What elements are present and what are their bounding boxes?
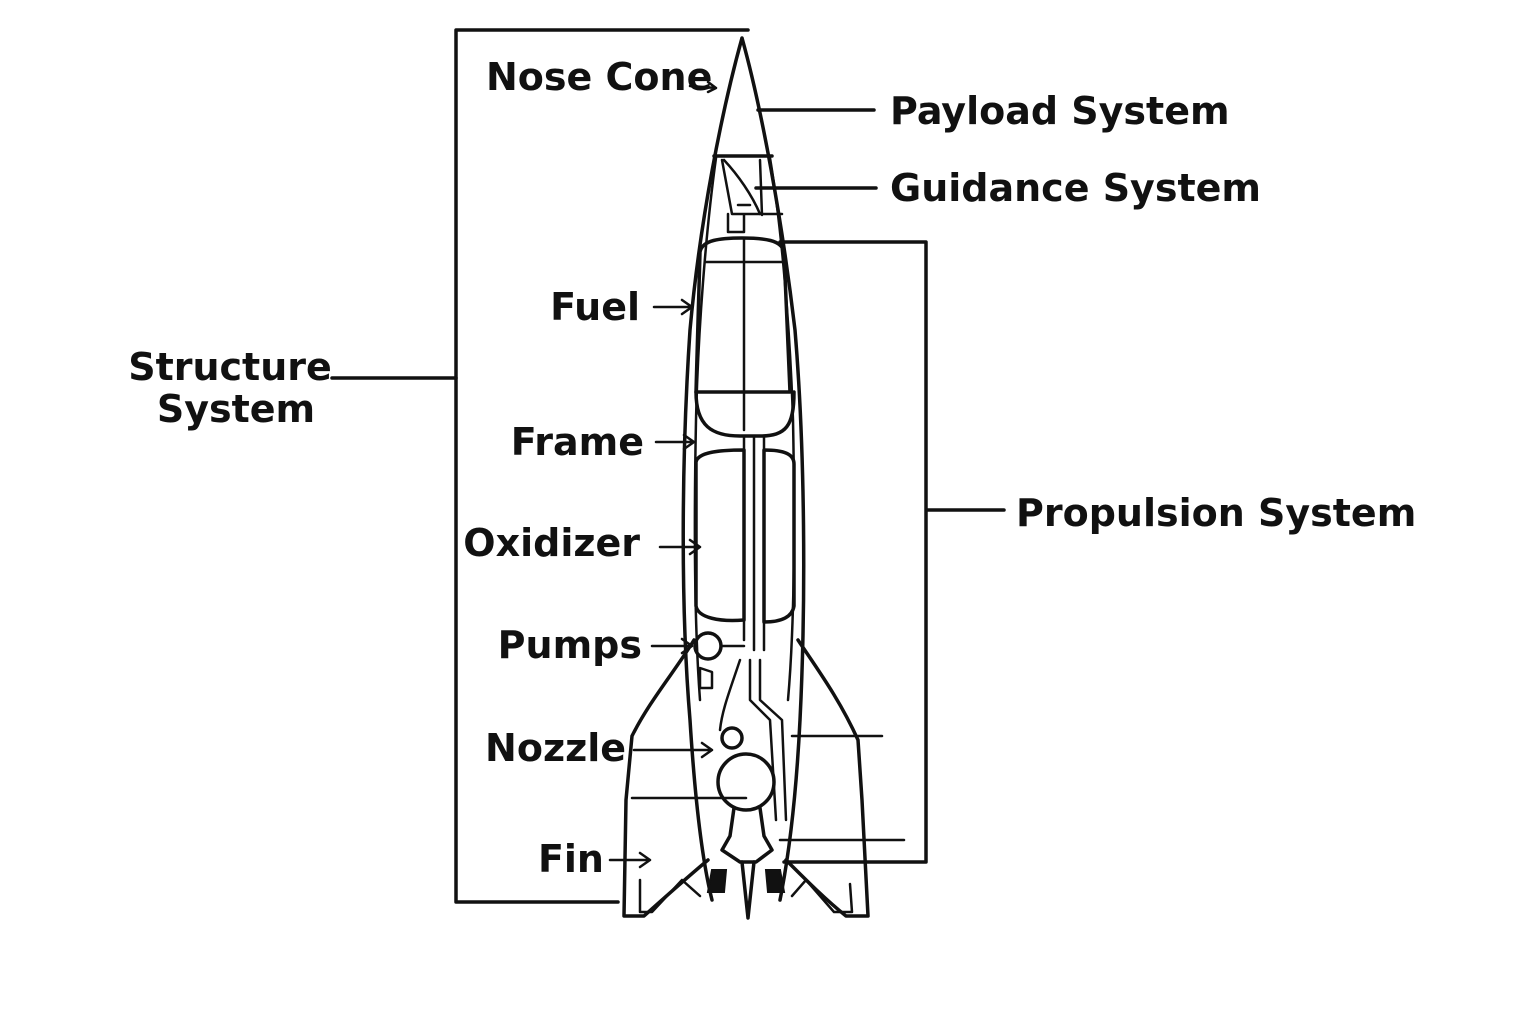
fin-label: Fin [538,837,604,881]
nozzle-arrow [632,741,714,759]
labels: Nose Cone Payload System Guidance System… [128,55,1416,881]
payload-system-label: Payload System [890,89,1230,133]
nose-cone-arrow [688,80,718,94]
propulsion-bracket [778,240,1006,864]
oxidizer-arrow [658,538,702,556]
frame-arrow [654,433,696,451]
propulsion-system-label: Propulsion System [1016,491,1416,535]
fuel-arrow [652,298,694,316]
fin-right [784,638,870,918]
rocket-illustration [622,36,870,920]
arrows [608,80,718,869]
exhaust-vane-right [764,869,786,893]
guidance-compartment [720,158,784,234]
feed-pipe [742,434,766,652]
rocket-inner-hull [693,156,796,702]
fuel-tank [694,236,792,394]
turbine [720,726,744,750]
structure-system-label-line1: Structure [128,345,332,389]
fin-right-detail [790,878,854,914]
fin-arrow [608,851,652,869]
nose-cone-label: Nose Cone [486,55,712,99]
engine-nozzle [720,806,774,864]
frame-label: Frame [511,420,644,464]
fin-left-detail [638,878,702,914]
structure-bracket [454,28,750,904]
oxidizer-label: Oxidizer [463,521,640,565]
exhaust-vane-left [706,869,728,893]
fuel-label: Fuel [550,285,640,329]
exhaust-bell [740,860,756,920]
structure-system-label-line2: System [157,387,315,431]
pumps-label: Pumps [498,623,642,667]
nozzle-label: Nozzle [485,726,626,770]
fuel-tank-dividers [704,236,784,432]
pumps-arrow [650,637,694,655]
guidance-system-label: Guidance System [890,166,1261,210]
leaders [330,28,1006,904]
intertank-frame [694,390,796,438]
pump [693,631,723,661]
combustion-chamber [716,752,776,812]
pump-pipes [698,644,788,822]
